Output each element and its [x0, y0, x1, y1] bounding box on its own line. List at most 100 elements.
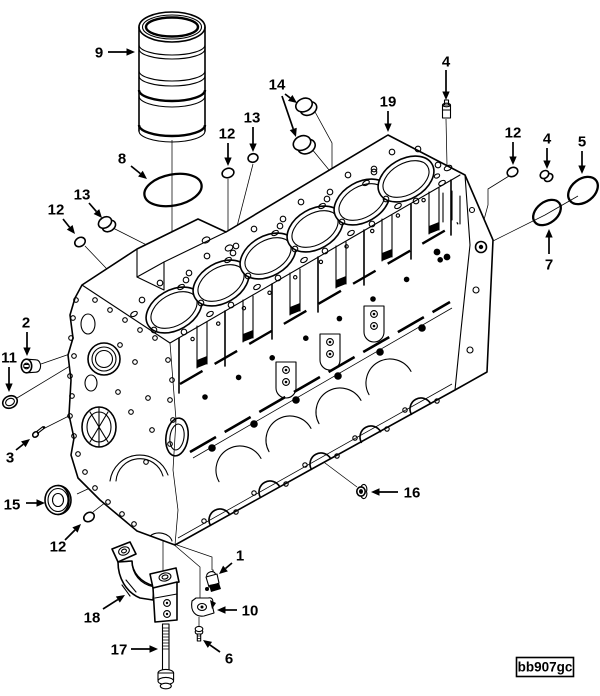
- callout-9: 9: [95, 45, 135, 62]
- callout-arrowhead: [36, 499, 45, 507]
- callout-4-b: 4: [543, 131, 552, 169]
- callout-label: 15: [4, 497, 21, 514]
- nozzle-clamp-10: [191, 597, 216, 617]
- callout-arrow-line: [64, 529, 76, 541]
- callout-arrowhead: [203, 640, 213, 648]
- callout-arrowhead: [149, 645, 158, 653]
- callout-arrowhead: [138, 170, 147, 179]
- callout-18: 18: [84, 595, 125, 627]
- callout-arrowhead: [219, 565, 228, 574]
- callout-arrowhead: [126, 48, 135, 56]
- callout-arrowhead: [442, 91, 450, 100]
- callout-arrowhead: [371, 488, 380, 496]
- callout-arrowhead: [224, 157, 232, 166]
- callout-label: 13: [74, 187, 91, 204]
- callout-arrowhead: [5, 383, 13, 392]
- callout-label: 1: [236, 548, 244, 565]
- o-ring-13-top: [247, 152, 259, 164]
- callout-arrowhead: [249, 143, 257, 152]
- callout-label: 16: [404, 485, 421, 502]
- callout-arrow-line: [62, 218, 71, 228]
- callout-label: 10: [242, 603, 259, 620]
- callout-arrow-line: [224, 562, 233, 570]
- callout-arrowhead: [21, 439, 30, 448]
- callout-4-a: 4: [442, 54, 451, 100]
- callout-arrowhead: [545, 229, 553, 238]
- callout-label: 3: [6, 450, 14, 467]
- callout-label: 9: [95, 45, 103, 62]
- callout-label: 7: [545, 257, 553, 274]
- engine-block-illustration: [67, 134, 494, 546]
- callout-label: 4: [543, 131, 552, 148]
- callout-11: 11: [1, 350, 17, 392]
- callout-5: 5: [578, 134, 586, 174]
- callout-layer: 9 8 12 13 14 19 4 12 4 5 7 13 12 2 11 3 15 12 18 17 1 10 6 16: [1, 45, 586, 668]
- cup-plugs-14: [292, 97, 318, 155]
- callout-label: 13: [244, 110, 261, 127]
- bolt-3: [31, 426, 46, 438]
- callout-arrow-line: [88, 202, 98, 213]
- plug-4-right: [539, 169, 554, 183]
- o-ring-7: [532, 198, 562, 227]
- callout-17: 17: [111, 642, 158, 659]
- o-ring-8: [143, 172, 203, 208]
- callout-label: 12: [219, 126, 236, 143]
- cup-plug-13-left: [97, 215, 117, 233]
- callout-label: 17: [111, 642, 128, 659]
- callout-2: 2: [22, 315, 31, 356]
- callout-arrowhead: [23, 347, 31, 356]
- figure-code-box: bb907gc: [515, 656, 575, 678]
- main-bearing-cap-18: [111, 541, 180, 623]
- callout-1: 1: [219, 548, 244, 574]
- callout-arrowhead: [66, 225, 75, 234]
- callout-arrow-line: [15, 443, 24, 451]
- callout-7: 7: [545, 229, 553, 274]
- callout-label: 19: [380, 94, 397, 111]
- callout-12-b: 12: [505, 125, 522, 165]
- callout-label: 14: [269, 77, 286, 94]
- callout-label: 12: [50, 539, 67, 556]
- callout-12-c: 12: [48, 202, 75, 234]
- callout-arrowhead: [578, 165, 586, 174]
- callout-8: 8: [118, 151, 147, 179]
- figure-code: bb907gc: [518, 660, 573, 675]
- callout-10: 10: [217, 603, 258, 620]
- o-ring-12-left: [73, 236, 87, 248]
- cylinder-liner-part: [137, 11, 207, 143]
- callout-12-a: 12: [219, 126, 236, 166]
- callout-arrow-line: [281, 95, 295, 130]
- callout-arrowhead: [217, 606, 226, 614]
- callout-arrowhead: [509, 156, 517, 165]
- bearing-cap-bolt-17: [157, 623, 175, 690]
- callout-label: 2: [22, 315, 30, 332]
- o-ring-12-right: [506, 166, 519, 178]
- callout-arrow-line: [284, 93, 291, 99]
- block-front-face: [67, 297, 190, 542]
- callout-label: 12: [505, 125, 522, 142]
- piston-cooling-nozzle-1: [205, 569, 221, 592]
- callout-label: 12: [48, 202, 65, 219]
- callout-arrow-line: [102, 598, 119, 610]
- callout-label: 5: [578, 134, 586, 151]
- plug-16: [355, 483, 368, 500]
- callout-label: 6: [225, 651, 233, 668]
- callout-arrowhead: [115, 595, 125, 603]
- o-ring-5: [567, 175, 599, 206]
- callout-14: 14: [269, 77, 297, 137]
- callout-16: 16: [371, 485, 420, 502]
- callout-arrowhead: [384, 123, 392, 132]
- callout-arrow-line: [209, 644, 221, 653]
- o-ring-12-bottom: [82, 511, 96, 523]
- callout-13-b: 13: [74, 187, 102, 218]
- callout-arrow-line: [130, 165, 141, 175]
- clamp-screw-6: [194, 625, 204, 642]
- callout-arrowhead: [289, 127, 297, 137]
- callout-label: 11: [1, 350, 17, 367]
- callout-arrowhead: [93, 209, 102, 218]
- plug-2: [20, 358, 42, 374]
- callout-15: 15: [4, 497, 45, 514]
- callout-6: 6: [203, 640, 233, 668]
- callout-arrowhead: [543, 160, 551, 169]
- callout-label: 4: [442, 54, 451, 71]
